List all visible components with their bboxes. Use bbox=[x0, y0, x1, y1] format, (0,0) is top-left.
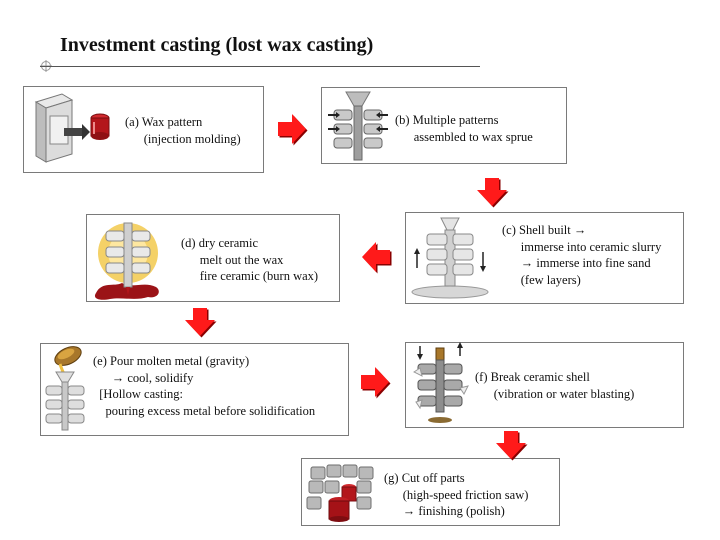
arrow-right-e-to-f bbox=[361, 367, 391, 399]
step-e-label: (e) Pour molten metal (gravity) → cool, … bbox=[93, 354, 316, 418]
melt-wax-illustration bbox=[94, 222, 159, 300]
arrow-right-a-to-b bbox=[278, 114, 308, 146]
arrow-down-b-to-c bbox=[477, 178, 509, 208]
ceramic-shell-illustration bbox=[411, 217, 489, 299]
step-d-label: (d) dry ceramic melt out the wax fire ce… bbox=[181, 236, 319, 283]
arrow-left-c-to-d bbox=[362, 242, 392, 274]
step-e-box bbox=[40, 343, 349, 436]
arrow-down-f-to-g bbox=[496, 431, 528, 461]
arrow-down-d-to-e bbox=[185, 308, 217, 338]
title-divider bbox=[40, 66, 480, 67]
cut-parts-illustration bbox=[306, 464, 374, 522]
wax-tree-illustration bbox=[328, 91, 388, 161]
step-g-label: (g) Cut off parts (high-speed friction s… bbox=[384, 471, 529, 518]
break-shell-illustration bbox=[413, 342, 469, 423]
step-a-label: (a) Wax pattern (injection molding) bbox=[125, 115, 241, 146]
page-title: Investment casting (lost wax casting) bbox=[60, 34, 374, 56]
step-c-label: (c) Shell built → immerse into ceramic s… bbox=[502, 223, 662, 287]
step-b-label: (b) Multiple patterns assembled to wax s… bbox=[395, 113, 533, 144]
pour-metal-illustration bbox=[45, 346, 85, 431]
step-f-label: (f) Break ceramic shell (vibration or wa… bbox=[475, 370, 635, 401]
injection-mold-illustration bbox=[34, 93, 110, 163]
